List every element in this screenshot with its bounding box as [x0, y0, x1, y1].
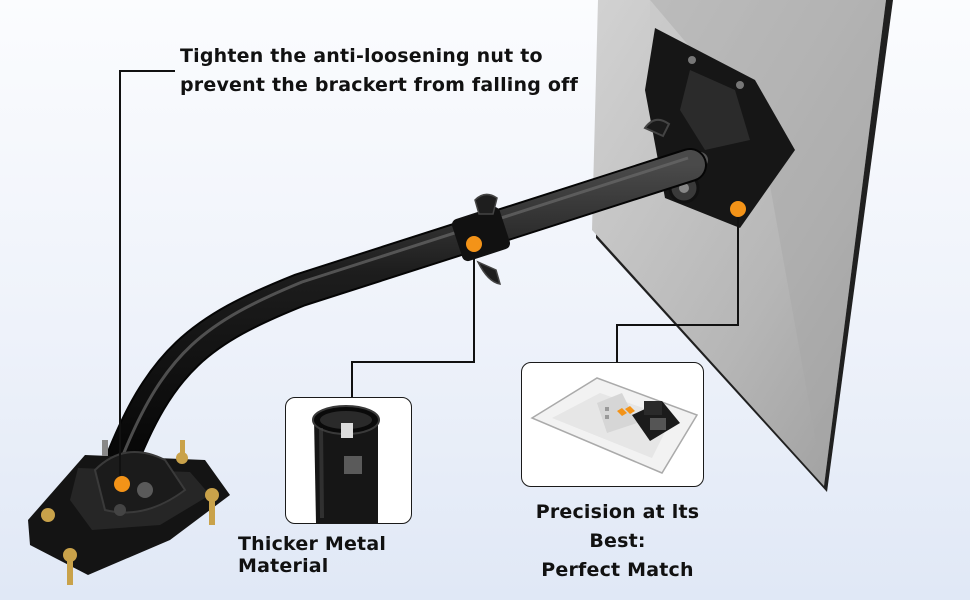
precision-label-line-1: Precision at lts Best:: [535, 501, 700, 552]
leader-line-nut: [119, 70, 175, 480]
thicker-material-label: Thicker Metal Material: [238, 533, 387, 577]
plate-match-image: [530, 377, 699, 474]
accent-dot-nut: [114, 476, 130, 492]
precision-label: Precision at lts Best: Perfect Match: [505, 498, 730, 585]
wall-mount-plate: [28, 440, 230, 585]
leader-line-precision: [616, 210, 739, 362]
leader-line-material: [351, 244, 475, 398]
callout-leader-lines: [119, 70, 739, 480]
nut-callout-line-2: prevent the brackert from falling off: [180, 74, 579, 96]
nut-callout-line-1: Tighten the anti-loosening nut to: [180, 45, 543, 67]
extension-arm-tube: [101, 148, 707, 487]
accent-dot-material: [466, 236, 482, 252]
accent-dot-precision: [730, 201, 746, 217]
precision-label-line-2: Perfect Match: [541, 559, 694, 581]
plate-match-inset: [521, 362, 704, 487]
tube-detail-inset: [285, 397, 412, 524]
tube-detail-image: [312, 405, 380, 523]
nut-callout-text: Tighten the anti-loosening nut to preven…: [180, 42, 600, 100]
